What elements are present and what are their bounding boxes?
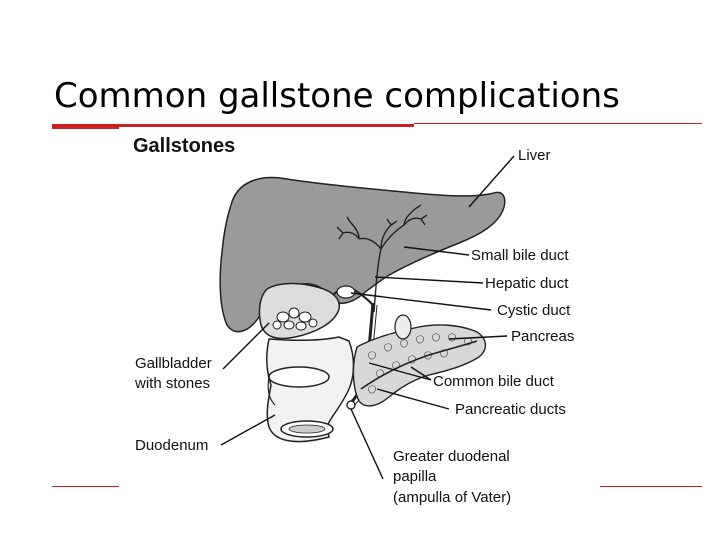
- label-small-bile-duct: Small bile duct: [471, 247, 569, 264]
- liver-shape: [219, 176, 506, 333]
- gallstones: [272, 307, 318, 331]
- label-hepatic-duct: Hepatic duct: [485, 275, 569, 292]
- label-liver: Liver: [518, 147, 551, 164]
- gallstones-illustration: Gallstones: [133, 135, 574, 506]
- label-pancreas: Pancreas: [511, 328, 574, 345]
- slide-title: Common gallstone complications: [54, 76, 620, 116]
- label-common-bile-duct: Common bile duct: [433, 373, 555, 390]
- pancreas-tail-vessel: [394, 314, 412, 340]
- label-duodenum: Duodenum: [135, 437, 208, 454]
- label-papilla-line2: papilla: [393, 468, 437, 485]
- label-gallbladder-line1: Gallbladder: [135, 355, 212, 372]
- small-bile-ducts: [336, 204, 428, 313]
- pancreas: [352, 324, 486, 407]
- label-gallbladder-line2: with stones: [134, 375, 210, 392]
- title-divider-line: [414, 123, 702, 124]
- pancreatic-duct: [360, 340, 478, 390]
- gallstones-diagram: Gallstones: [119, 127, 600, 523]
- label-papilla-line3: (ampulla of Vater): [393, 489, 511, 506]
- label-cystic-duct: Cystic duct: [497, 302, 571, 319]
- label-papilla-line1: Greater duodenal: [393, 448, 510, 465]
- label-pancreatic-ducts: Pancreatic ducts: [455, 401, 566, 418]
- greater-duodenal-papilla: [346, 400, 356, 410]
- duodenum-opening-upper: [268, 366, 330, 388]
- leader-lines: [220, 155, 515, 480]
- figure-title: Gallstones: [133, 135, 235, 157]
- title-accent-rule: [52, 124, 414, 129]
